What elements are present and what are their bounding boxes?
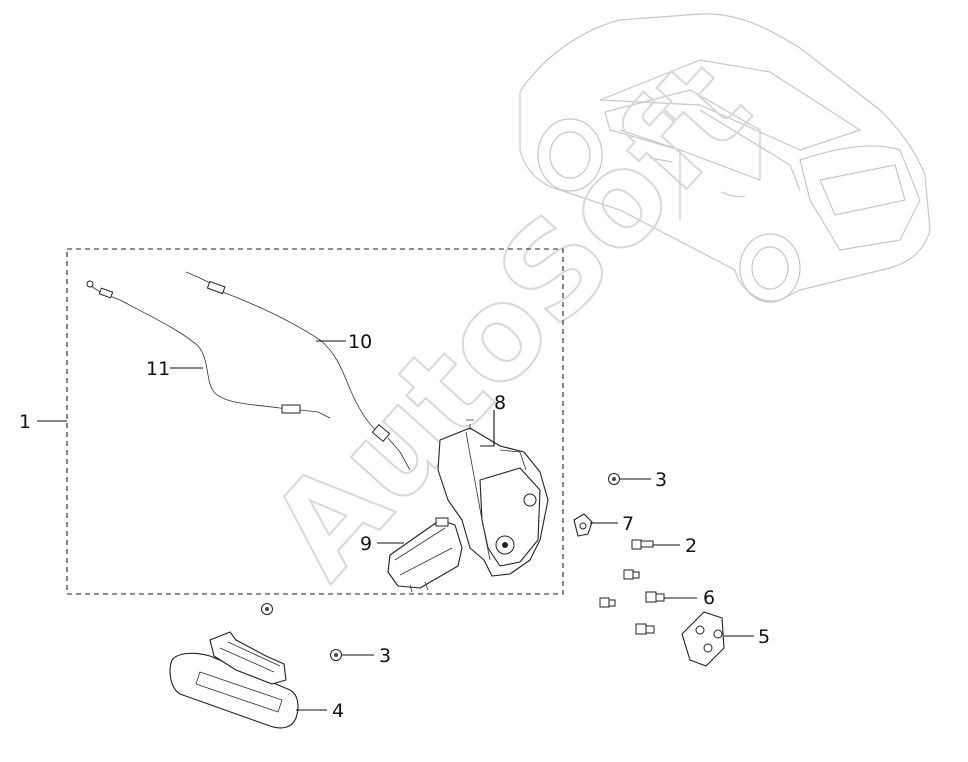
callout-3a: 3 xyxy=(655,469,667,491)
striker-5 xyxy=(681,611,725,667)
cable-10 xyxy=(185,271,411,471)
outside-handle-4 xyxy=(169,631,299,729)
callout-10: 10 xyxy=(348,331,372,353)
nut-3a xyxy=(608,473,620,485)
callout-1: 1 xyxy=(19,411,31,433)
callout-4: 4 xyxy=(332,700,344,722)
callout-7: 7 xyxy=(622,513,634,535)
callout-5: 5 xyxy=(758,626,770,648)
latch-body-8 xyxy=(437,419,549,577)
leader-8 xyxy=(480,410,495,447)
callout-8: 8 xyxy=(494,392,506,414)
clip-7 xyxy=(573,513,593,537)
vehicle-outline xyxy=(519,13,931,303)
callout-6: 6 xyxy=(703,587,715,609)
callout-3b: 3 xyxy=(379,645,391,667)
bolt-6 xyxy=(599,569,665,635)
nut-3b xyxy=(330,649,342,661)
cable-11 xyxy=(86,280,331,419)
callout-2: 2 xyxy=(685,535,697,557)
bolt-2 xyxy=(631,539,654,550)
callout-9: 9 xyxy=(360,533,372,555)
callout-11: 11 xyxy=(146,358,170,380)
actuator-9 xyxy=(387,517,463,593)
nut-loose xyxy=(261,603,273,615)
assembly-frame xyxy=(66,248,564,595)
